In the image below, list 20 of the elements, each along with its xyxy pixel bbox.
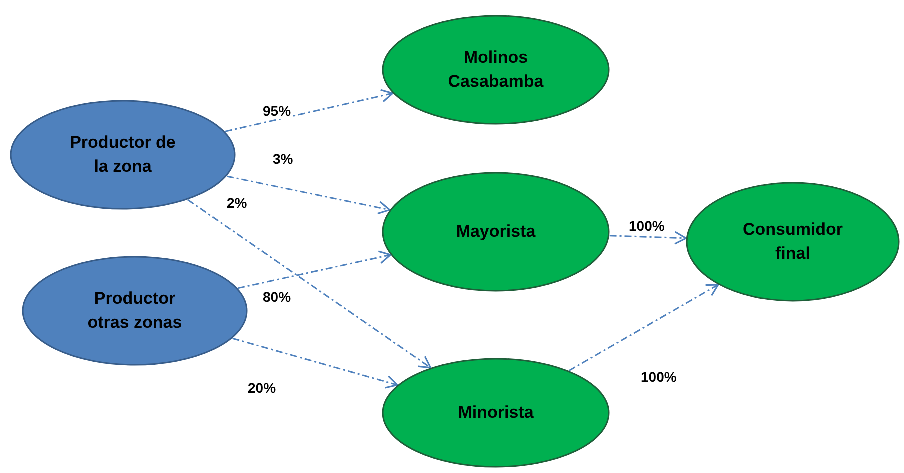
node-label: Productor de la zona xyxy=(69,132,177,178)
node-label: Minorista xyxy=(458,402,534,424)
edge-label: 3% xyxy=(272,152,294,168)
dash-dot-arrow xyxy=(225,89,394,132)
dash-dot-arrow xyxy=(188,199,432,369)
edge-label: 2% xyxy=(226,196,248,212)
edge-label: 100% xyxy=(628,219,666,234)
dash-dot-arrow xyxy=(238,250,392,290)
edge-label: 95% xyxy=(262,104,292,120)
dash-dot-arrow xyxy=(226,176,391,215)
edge-label: 20% xyxy=(247,381,278,396)
dash-dot-arrow xyxy=(610,231,687,245)
edge-label: 100% xyxy=(640,370,678,386)
node-label: Mayorista xyxy=(456,221,536,244)
edge-label: 80% xyxy=(262,290,292,306)
node-label: Productor otras zonas xyxy=(86,288,184,334)
dash-dot-arrow xyxy=(232,338,398,389)
node-label: Molinos Casabamba xyxy=(447,47,545,93)
node-label: Consumidor final xyxy=(742,219,844,265)
dash-dot-arrow xyxy=(568,284,720,372)
